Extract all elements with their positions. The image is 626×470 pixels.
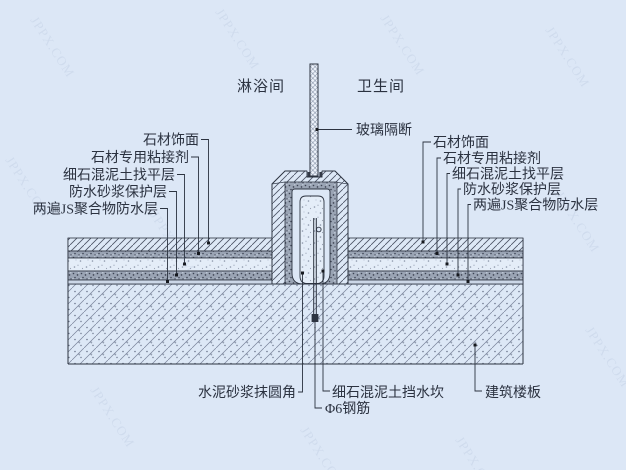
- watermark-text: JPPX.COM: [377, 11, 428, 78]
- label-stone-finish-right: 石材饰面: [433, 135, 489, 151]
- leader-waterproof-right: [467, 204, 471, 282]
- glass-partition: [306, 63, 323, 178]
- leader-waterproof-left: [160, 208, 168, 282]
- leader-stone-finish-left: [201, 139, 209, 243]
- label-building-slab: 建筑楼板: [485, 385, 541, 401]
- floor-layers-right: [347, 237, 524, 285]
- leader-curb: [322, 271, 330, 392]
- leader-leveling-right: [446, 173, 450, 264]
- watermark-text: JPPX.COM: [27, 13, 78, 80]
- leader-lines: [160, 129, 482, 409]
- labels: 淋浴间 卫生间 玻璃隔断 石材饰面 石材专用粘接剂 细石混泥土找平层 防水砂浆保…: [33, 78, 598, 417]
- label-water-stop-curb: 细石混泥土挡水坎: [332, 385, 444, 401]
- leader-rebar: [314, 322, 322, 409]
- leveling-layer-right: [347, 257, 524, 272]
- leader-leveling-left: [177, 174, 185, 264]
- water-stop-curb: [271, 170, 349, 285]
- leader-protection-right: [457, 188, 461, 275]
- leader-stone-finish-right: [422, 141, 431, 242]
- protection-layer-right: [347, 270, 524, 281]
- setting-block-right: [319, 172, 323, 177]
- curb-concrete-core: [299, 195, 325, 284]
- watermark-text: JPPX.COM: [212, 5, 263, 72]
- watermark-text: JPPX.COM: [87, 383, 138, 450]
- adhesive-layer-left: [67, 250, 273, 259]
- watermark-text: JPPX.COM: [542, 23, 593, 90]
- rebar-lines: [313, 218, 317, 314]
- label-protection-left: 防水砂浆保护层: [69, 185, 167, 201]
- building-slab: [67, 238, 524, 365]
- rebar-anchor-end: [311, 314, 319, 322]
- watermark-text: JPPX.COM: [297, 423, 348, 470]
- leader-protection-left: [169, 191, 177, 275]
- protection-layer-left: [67, 270, 273, 281]
- slab-hatch-area: [68, 284, 523, 364]
- leader-adhesive-left: [191, 156, 199, 254]
- waterproof-layer-left: [67, 279, 273, 285]
- label-rebar: Φ6钢筋: [325, 400, 370, 417]
- watermark-text: JPPX.COM: [582, 323, 626, 390]
- waterproof-layer-right: [347, 279, 524, 285]
- glass-pane: [309, 63, 319, 177]
- label-waterproof-left: 两遍JS聚合物防水层: [33, 202, 158, 218]
- room-label-toilet: 卫生间: [357, 78, 405, 95]
- rebar-section-circle: [316, 226, 322, 233]
- label-leveling-right: 细石混泥土找平层: [452, 167, 564, 183]
- watermark-text: JPPX.COM: [2, 153, 53, 220]
- label-mortar-fillet: 水泥砂浆抹圆角: [198, 385, 296, 401]
- label-leveling-left: 细石混泥土找平层: [63, 168, 175, 184]
- leader-adhesive-right: [436, 157, 441, 254]
- stone-finish-layer-right: [347, 237, 524, 252]
- label-waterproof-right: 两遍JS聚合物防水层: [473, 198, 598, 214]
- watermark-text: JPPX.COM: [452, 433, 503, 470]
- label-protection-right: 防水砂浆保护层: [463, 182, 561, 198]
- leveling-layer-left: [67, 257, 273, 272]
- room-label-shower: 淋浴间: [237, 78, 285, 95]
- leader-end-dots: [166, 128, 477, 347]
- label-stone-finish-left: 石材饰面: [143, 133, 199, 149]
- rebar: [311, 218, 322, 322]
- setting-block-left: [307, 172, 311, 177]
- label-glass-partition: 玻璃隔断: [356, 122, 412, 139]
- leader-slab: [474, 345, 482, 392]
- label-adhesive-left: 石材专用粘接剂: [91, 149, 189, 166]
- label-adhesive-right: 石材专用粘接剂: [443, 150, 541, 167]
- leader-fillet: [298, 273, 303, 393]
